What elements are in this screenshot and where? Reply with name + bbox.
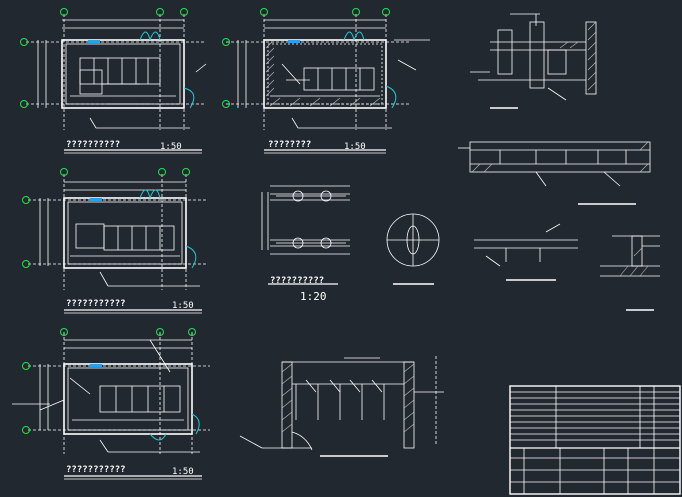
plan-1-title: ?????????? — [66, 140, 121, 150]
plan-3 — [28, 174, 208, 314]
plan-2-title: ???????? — [268, 140, 312, 150]
plan-3-grid-markers — [22, 168, 190, 268]
section-detail-3-hatch — [619, 247, 649, 277]
plan-4-title: ??????????? — [66, 465, 126, 475]
plan-1-doors — [139, 31, 195, 109]
plan-1-grid-markers — [20, 8, 188, 108]
wall-elevation-hatch — [281, 363, 415, 433]
plan-3-doors — [139, 189, 197, 269]
plan-4-window — [90, 364, 102, 367]
plan-4 — [12, 332, 210, 480]
elevation-strip-hatch — [471, 141, 649, 173]
plan-1 — [26, 14, 207, 154]
section-detail-1-hatch — [559, 21, 597, 91]
elevation-strip — [458, 141, 651, 205]
plan-3-window — [90, 198, 102, 201]
plan-4-grid-markers — [22, 328, 196, 434]
plan-2-grid-markers — [222, 8, 390, 108]
section-detail-1 — [470, 13, 597, 109]
plan-2 — [226, 14, 430, 154]
plan-4-scale: 1:50 — [172, 467, 194, 477]
section-detail-3 — [600, 235, 660, 311]
plan-2-doors — [343, 31, 397, 109]
plan-3-scale: 1:50 — [172, 301, 194, 311]
plan-1-window — [88, 40, 100, 43]
title-block — [509, 385, 681, 495]
section-detail-2 — [474, 223, 578, 281]
plan-2-scale: 1:50 — [344, 142, 366, 152]
detail-scale: 1:20 — [300, 290, 327, 303]
wall-elevation — [239, 356, 444, 457]
plan-2-hatch — [265, 41, 381, 107]
detail-title: ?????????? — [270, 276, 325, 286]
plan-3-title: ??????????? — [66, 299, 126, 309]
detail-plan — [261, 185, 350, 285]
drain-detail — [386, 213, 440, 285]
plan-4-doors — [149, 413, 200, 441]
plan-2-window — [288, 40, 300, 43]
plan-1-scale: 1:50 — [160, 142, 182, 152]
